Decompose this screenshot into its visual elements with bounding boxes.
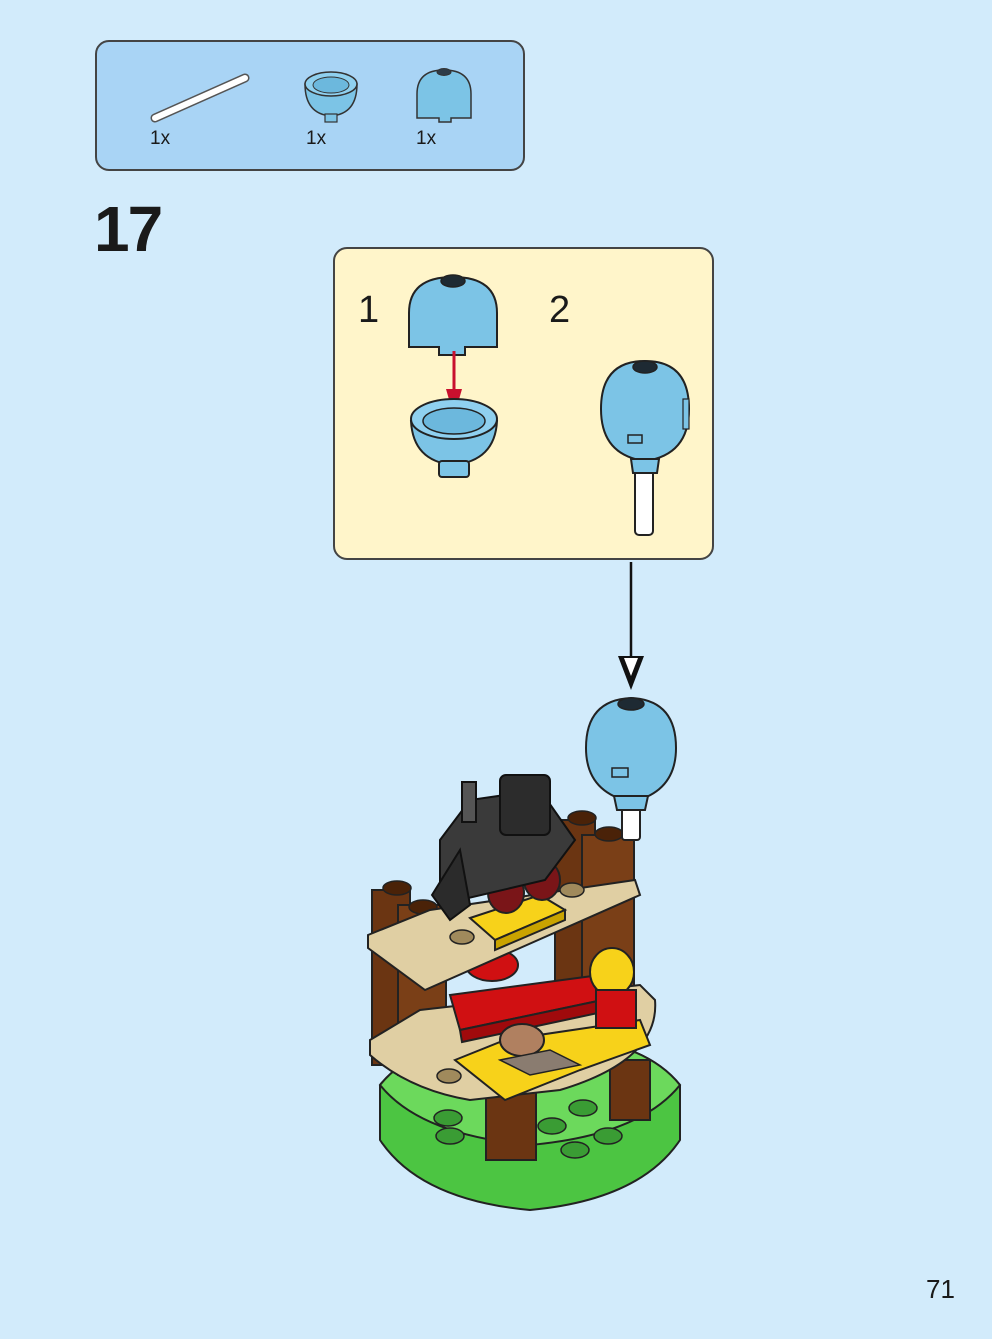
page-number: 71 [926, 1274, 955, 1304]
down-arrow-icon [618, 562, 644, 690]
dome-top-icon [416, 68, 472, 123]
sub-step-number-2: 2 [549, 289, 571, 331]
red-table [448, 947, 652, 1102]
sub-assembly-drawing [408, 274, 691, 536]
upper-level-vehicle [430, 774, 577, 952]
bar-icon [150, 73, 250, 123]
parts-list-box: 1x 1x 1x [95, 40, 525, 171]
sub-step-1-dome-top [408, 274, 498, 356]
part-bar-quantity: 1x [150, 128, 171, 149]
sub-step-1-dome-bottom [409, 398, 499, 478]
sub-step-2-balloon [599, 359, 691, 536]
part-dome-top-quantity: 1x [416, 128, 437, 149]
dome-bottom-icon [304, 71, 358, 123]
sub-assembly-callout: 1 2 [333, 247, 714, 560]
part-dome-top [413, 64, 475, 126]
part-dome-bottom [301, 66, 361, 126]
part-dome-bottom-quantity: 1x [306, 128, 327, 149]
main-balloon [584, 696, 678, 841]
part-bar [147, 70, 257, 130]
step-number: 17 [94, 193, 163, 265]
sub-step-number-1: 1 [358, 289, 380, 331]
